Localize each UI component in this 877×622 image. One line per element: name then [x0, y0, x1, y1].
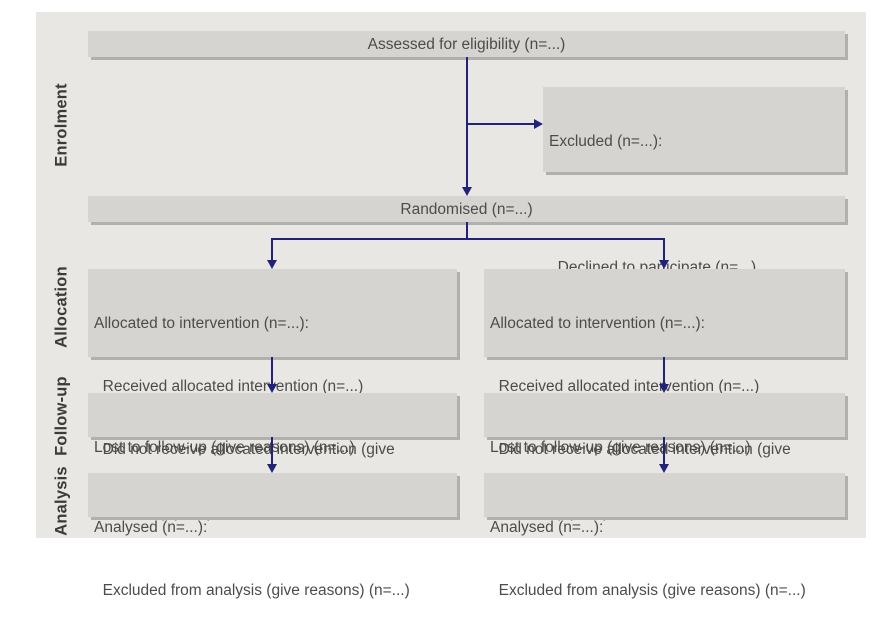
stage-label-followup: Follow-up [52, 376, 71, 456]
followup-line: Lost to follow-up (give reasons) (n=...) [490, 439, 751, 456]
analysed-right-box: Analysed (n=...): Excluded from analysis… [484, 473, 845, 599]
followup-line: Lost to follow-up (give reasons) (n=...) [94, 439, 355, 456]
allocated-line: Received allocated intervention (n=...) [94, 378, 364, 395]
allocated-line: Allocated to intervention (n=...): [490, 315, 705, 332]
analysed-line: Excluded from analysis (give reasons) (n… [94, 582, 410, 599]
allocated-line: Received allocated intervention (n=...) [490, 378, 760, 395]
arrow-head-analysed-right [659, 464, 669, 473]
arrow-line-followup-analysed-left [271, 437, 273, 464]
arrow-head-allocated-right [659, 260, 669, 269]
allocated-left-box: Allocated to intervention (n=...): Recei… [88, 269, 457, 521]
allocated-line: Did not receive allocated intervention (… [94, 441, 395, 458]
analysed-line: Excluded from analysis (give reasons) (n… [490, 582, 806, 599]
arrow-line-allocated-followup-left [271, 357, 273, 384]
arrow-head-allocated-left [267, 260, 277, 269]
stage-label-analysis: Analysis [52, 466, 71, 536]
arrow-head-randomised [462, 187, 472, 196]
arrow-head-excluded [534, 119, 543, 129]
allocated-right-box: Allocated to intervention (n=...): Recei… [484, 269, 845, 521]
assessed-box: Assessed for eligibility (n=...) [88, 31, 845, 57]
allocated-line: Allocated to intervention (n=...): [94, 315, 309, 332]
analysed-line: Analysed (n=...): [94, 519, 208, 536]
stage-label-enrolment: Enrolment [52, 83, 71, 167]
arrow-line-split-left [271, 238, 273, 260]
arrow-line-followup-analysed-right [663, 437, 665, 464]
arrow-head-followup-left [267, 384, 277, 393]
arrow-line-allocated-followup-right [663, 357, 665, 384]
randomised-box: Randomised (n=...) [88, 196, 845, 222]
arrow-head-followup-right [659, 384, 669, 393]
analysed-line: Analysed (n=...): [490, 519, 604, 536]
excluded-box: Excluded (n=...): Not meeting inclusion … [543, 87, 845, 339]
arrow-line-randomised-stem [466, 222, 468, 240]
arrow-line-split-right [663, 238, 665, 260]
assessed-text: Assessed for eligibility (n=...) [367, 35, 566, 53]
followup-right-box: Lost to follow-up (give reasons) (n=...)… [484, 393, 845, 519]
stage-label-allocation: Allocation [52, 266, 71, 348]
randomised-text: Randomised (n=...) [400, 200, 533, 218]
arrow-head-analysed-left [267, 464, 277, 473]
arrow-line-assessed-randomised [466, 57, 468, 187]
analysed-left-box: Analysed (n=...): Excluded from analysis… [88, 473, 457, 599]
arrow-line-excluded [467, 123, 534, 125]
excluded-line: Excluded (n=...): [549, 133, 663, 150]
allocated-line: Did not receive allocated intervention (… [490, 441, 791, 458]
followup-left-box: Lost to follow-up (give reasons) (n=...)… [88, 393, 457, 519]
arrow-line-split-horizontal [271, 238, 665, 240]
